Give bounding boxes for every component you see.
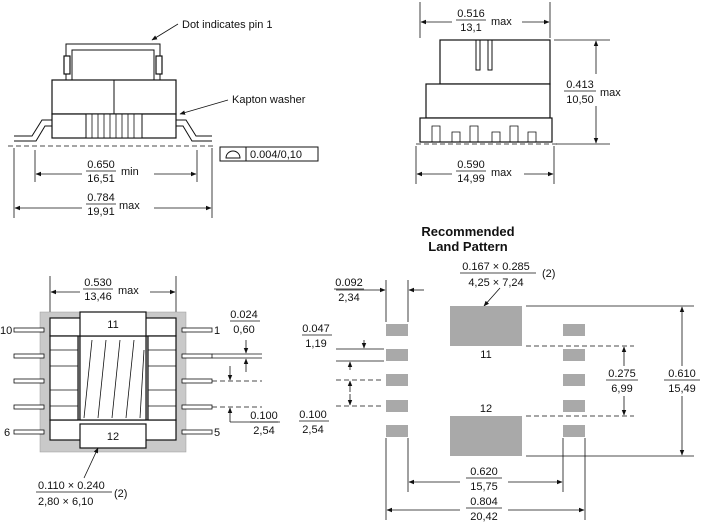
svg-text:0.100: 0.100 <box>299 409 327 421</box>
land-left-pads <box>386 324 408 437</box>
svg-text:(2): (2) <box>114 488 127 500</box>
svg-text:13,46: 13,46 <box>84 291 112 303</box>
land-title-2: Land Pattern <box>428 239 508 254</box>
svg-text:14,99: 14,99 <box>457 173 485 185</box>
pad-11 <box>79 311 147 337</box>
svg-text:1,19: 1,19 <box>305 338 326 350</box>
land-pad-12 <box>450 416 522 456</box>
end-view: 0.516 13,1 max 0.413 10,50 max 0.590 14,… <box>415 2 634 188</box>
pin-10-label: 10 <box>0 325 12 337</box>
svg-text:2,54: 2,54 <box>302 424 323 436</box>
svg-text:4,25 × 7,24: 4,25 × 7,24 <box>468 277 523 289</box>
svg-text:0.047: 0.047 <box>302 323 330 335</box>
svg-text:0.784: 0.784 <box>87 192 115 204</box>
svg-text:2,54: 2,54 <box>253 425 274 437</box>
svg-text:16,51: 16,51 <box>87 173 115 185</box>
svg-text:11: 11 <box>107 319 118 331</box>
right-lead <box>176 119 212 137</box>
pin-5-label: 5 <box>214 427 220 439</box>
svg-text:0.167 × 0.285: 0.167 × 0.285 <box>462 261 530 273</box>
top-view: 0.530 13,46 max <box>0 276 280 508</box>
svg-text:0.804: 0.804 <box>470 496 498 508</box>
pin-6-label: 6 <box>4 427 10 439</box>
svg-text:19,91: 19,91 <box>87 206 115 218</box>
svg-text:0.275: 0.275 <box>608 368 636 380</box>
profile-icon <box>225 150 241 159</box>
kapton-washer <box>85 113 143 139</box>
svg-text:max: max <box>491 16 512 28</box>
svg-text:12: 12 <box>107 431 119 443</box>
svg-text:0.650: 0.650 <box>87 159 115 171</box>
end-pins <box>431 125 537 142</box>
svg-text:0.620: 0.620 <box>470 466 498 478</box>
svg-text:2,34: 2,34 <box>338 292 359 304</box>
pin-1-label: 1 <box>214 325 220 337</box>
svg-text:max: max <box>491 167 512 179</box>
land-pad-11 <box>450 306 522 346</box>
right-pins <box>181 327 213 435</box>
end-base <box>419 117 553 143</box>
svg-text:0.610: 0.610 <box>668 368 696 380</box>
washer-pins <box>91 114 135 138</box>
svg-text:0.413: 0.413 <box>566 79 594 91</box>
winding-hatch <box>83 339 145 419</box>
coplanarity-value: 0.004/0,10 <box>250 149 302 161</box>
svg-text:max: max <box>119 200 140 212</box>
land-title-1: Recommended <box>421 224 514 239</box>
svg-text:15,75: 15,75 <box>470 481 498 493</box>
svg-text:11: 11 <box>480 349 491 361</box>
svg-text:max: max <box>118 285 139 297</box>
end-bobbin <box>425 83 551 119</box>
svg-text:0.100: 0.100 <box>250 410 278 422</box>
svg-text:0.590: 0.590 <box>457 159 485 171</box>
svg-text:13,1: 13,1 <box>460 22 481 34</box>
side-view: Dot indicates pin 1 Kapton washer 0.004/… <box>8 19 319 222</box>
kapton-label: Kapton washer <box>232 94 306 106</box>
svg-text:0.024: 0.024 <box>230 309 258 321</box>
pad-12 <box>79 423 147 449</box>
svg-text:12: 12 <box>480 403 492 415</box>
svg-text:0,60: 0,60 <box>233 324 254 336</box>
svg-text:min: min <box>121 166 139 178</box>
dot-label: Dot indicates pin 1 <box>182 19 273 31</box>
left-pins <box>13 327 45 435</box>
end-core <box>439 39 551 85</box>
svg-text:(2): (2) <box>542 268 555 280</box>
svg-text:10,50: 10,50 <box>566 94 594 106</box>
side-blocks <box>49 335 177 421</box>
svg-text:0.516: 0.516 <box>457 8 485 20</box>
svg-text:20,42: 20,42 <box>470 511 498 523</box>
left-lead <box>14 119 52 137</box>
land-right-pads <box>563 324 585 437</box>
svg-text:15,49: 15,49 <box>668 383 696 395</box>
svg-text:0.530: 0.530 <box>84 277 112 289</box>
pad-size-mm: 2,80 × 6,10 <box>38 496 93 508</box>
land-pattern: Recommended Land Pattern 0.167 × 0.285 4… <box>299 224 710 524</box>
svg-text:6,99: 6,99 <box>611 383 632 395</box>
svg-text:0.092: 0.092 <box>335 277 363 289</box>
svg-text:max: max <box>600 87 621 99</box>
pad-size-inch: 0.110 × 0.240 <box>38 480 105 492</box>
